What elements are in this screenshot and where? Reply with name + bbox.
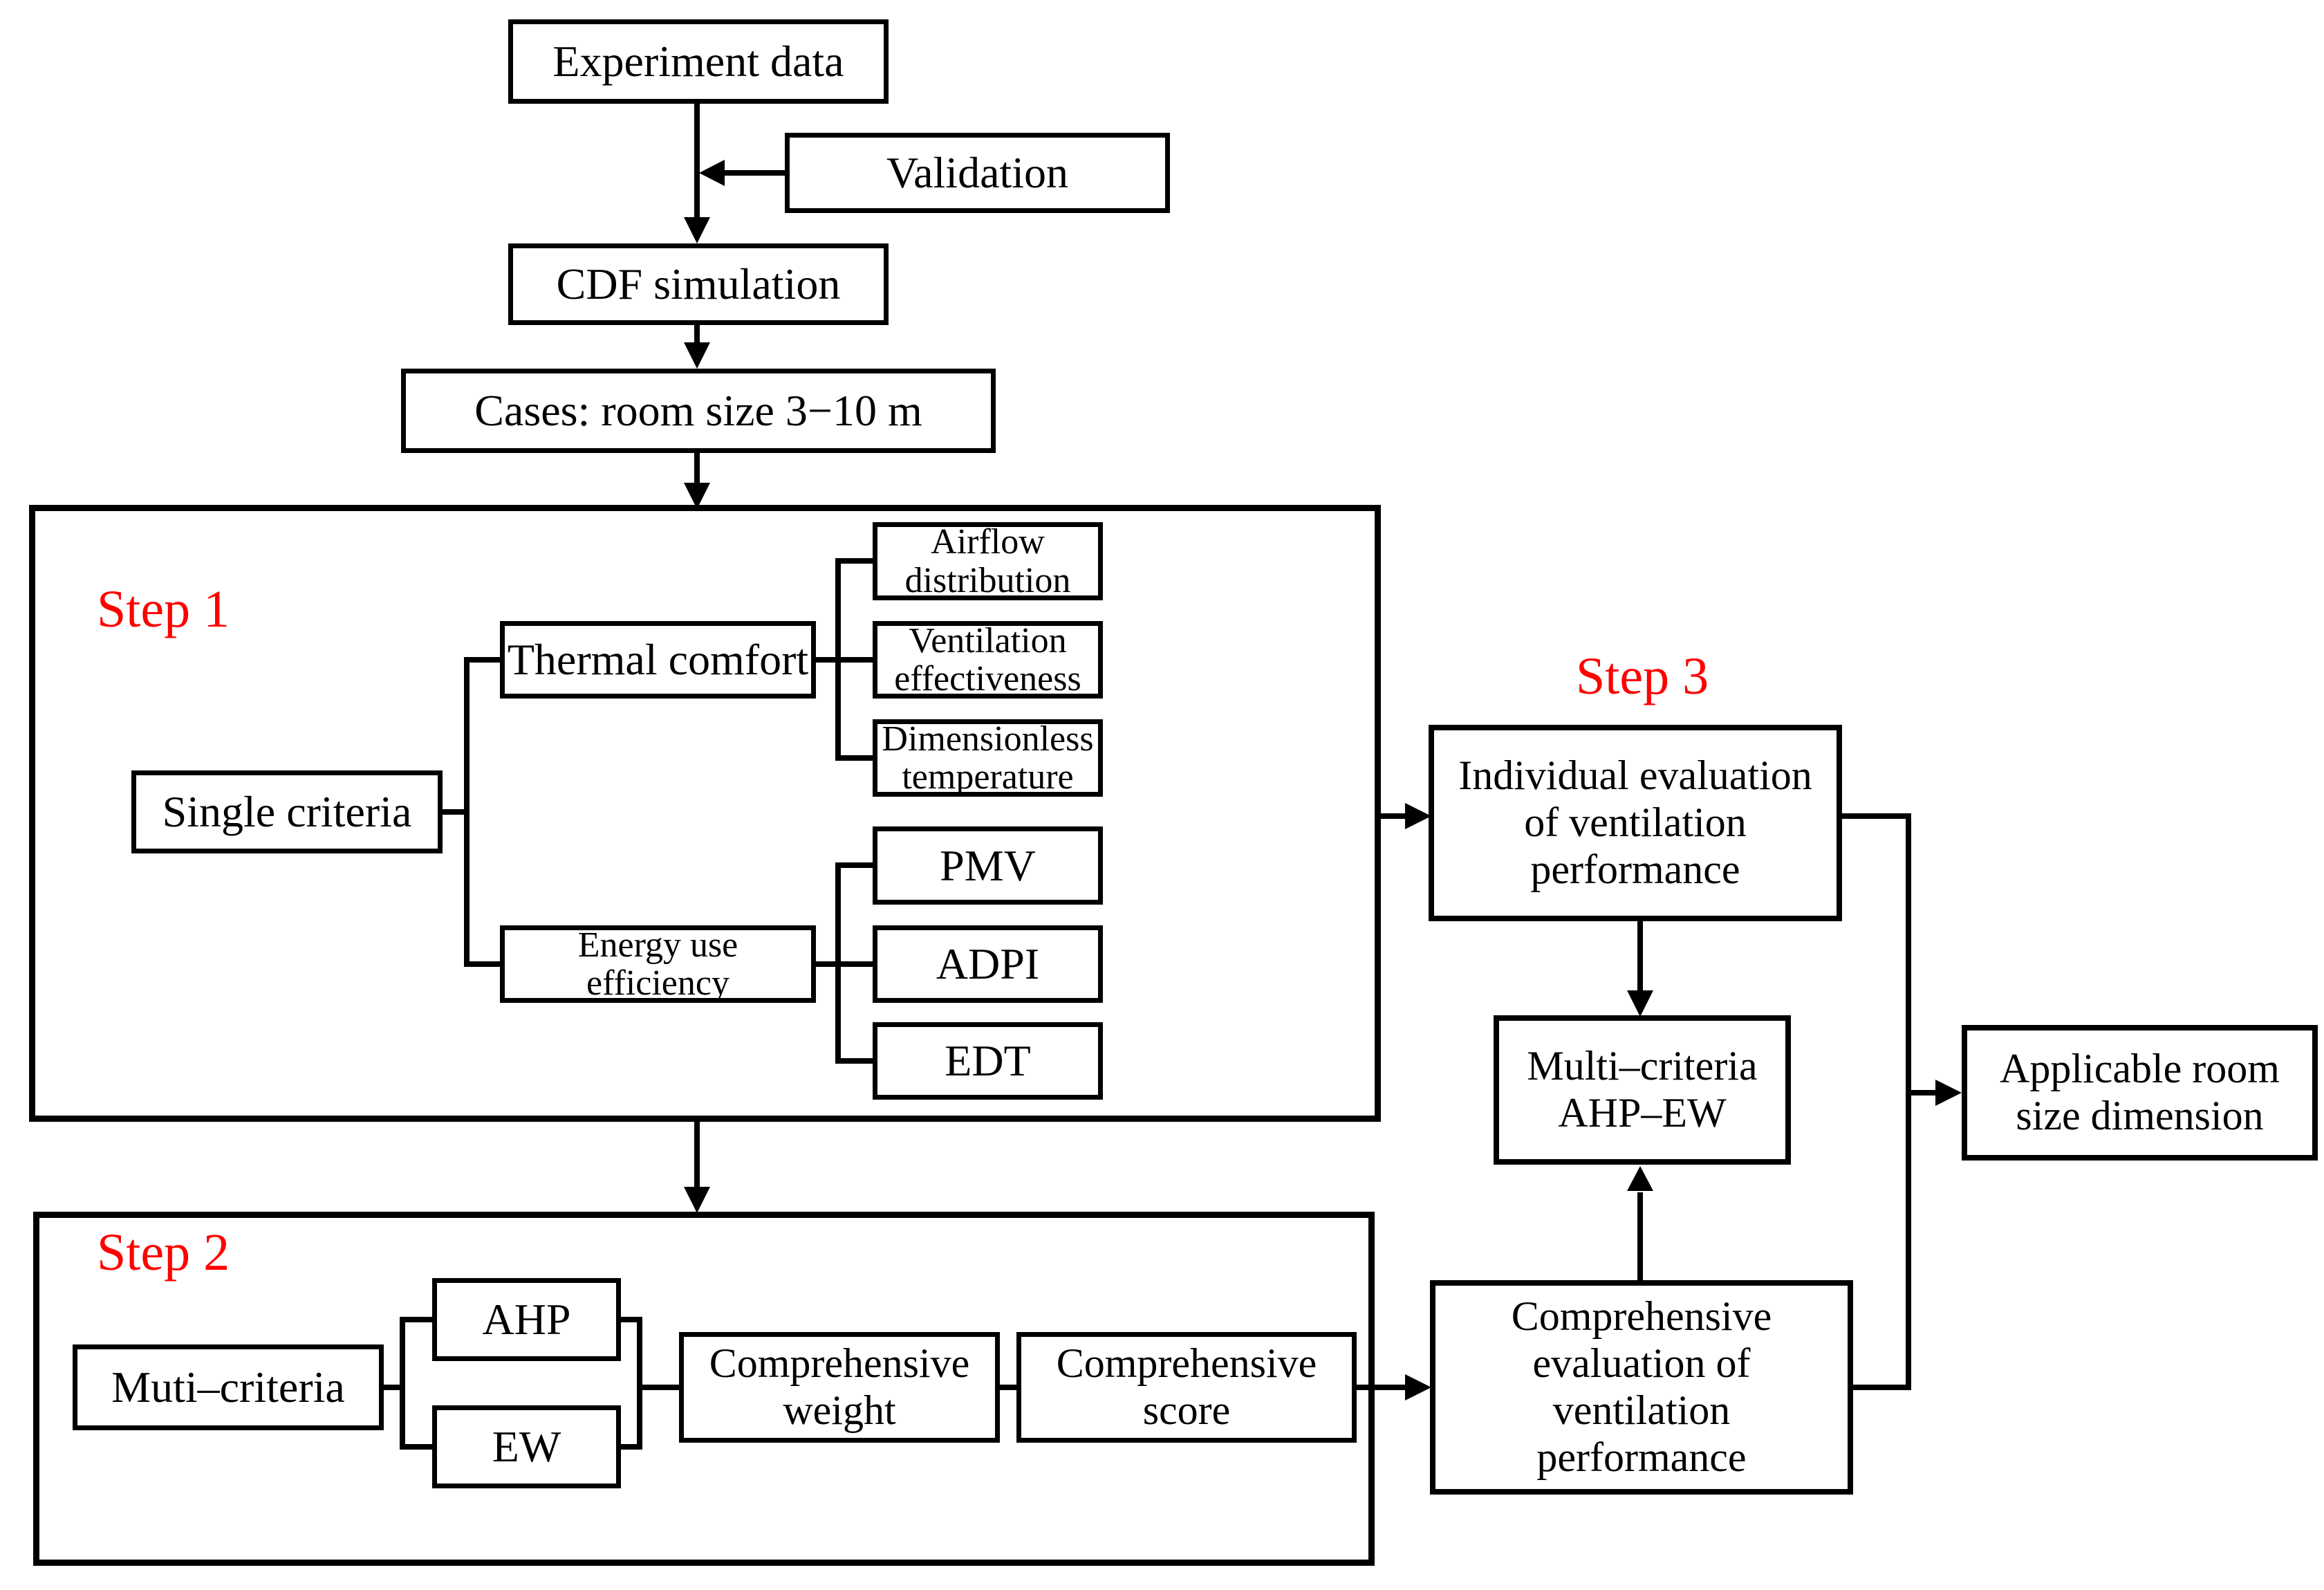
comprehensive-weight-box: Comprehensive weight <box>679 1332 1000 1443</box>
bracket-thermal-comfort <box>816 558 873 761</box>
edt-box: EDT <box>873 1022 1103 1100</box>
ew-label: EW <box>492 1422 561 1472</box>
comprehensive-weight-label: Comprehensive weight <box>709 1340 970 1433</box>
cdf-simulation-box: CDF simulation <box>508 243 889 325</box>
step3-label: Step 3 <box>1576 647 1709 705</box>
muti-criteria-box: Muti–criteria <box>73 1344 384 1430</box>
arrowhead-down-into-multi <box>1627 990 1653 1017</box>
bracket-energy-use <box>816 862 873 1064</box>
energy-use-efficiency-box: Energy use efficiency <box>500 925 816 1003</box>
arrowhead-down-into-cases <box>684 342 710 369</box>
comprehensive-score-label: Comprehensive score <box>1056 1340 1317 1433</box>
adpi-box: ADPI <box>873 925 1103 1003</box>
airflow-distribution-box: Airflow distribution <box>873 522 1103 600</box>
cases-label: Cases: room size 3−10 m <box>474 386 922 436</box>
pmv-box: PMV <box>873 826 1103 905</box>
bracket-muti-criteria <box>384 1317 432 1450</box>
multi-criteria-ahp-ew-label: Multi–criteria AHP–EW <box>1527 1043 1758 1136</box>
validation-box: Validation <box>785 133 1170 213</box>
arrowhead-right-into-individual <box>1405 803 1431 829</box>
cases-box: Cases: room size 3−10 m <box>401 369 996 453</box>
connector-evaluations-to-applicable <box>1839 813 1911 1390</box>
dimensionless-temperature-box: Dimensionless temperature <box>873 719 1103 797</box>
step2-label: Step 2 <box>97 1223 230 1282</box>
energy-use-efficiency-label: Energy use efficiency <box>577 925 738 1003</box>
applicable-room-size-label: Applicable room size dimension <box>2000 1046 2280 1138</box>
arrowhead-down-into-step1 <box>684 483 710 509</box>
muti-criteria-label: Muti–criteria <box>111 1362 345 1412</box>
pmv-label: PMV <box>940 840 1036 890</box>
comprehensive-evaluation-box: Comprehensive evaluation of ventilation … <box>1430 1280 1853 1495</box>
adpi-label: ADPI <box>936 939 1040 989</box>
bracket-single-criteria <box>443 657 500 967</box>
arrowhead-right-into-applicable <box>1935 1080 1962 1106</box>
ew-box: EW <box>432 1405 621 1488</box>
arrowhead-left-validation <box>699 160 725 186</box>
arrowhead-right-into-compeval <box>1405 1374 1431 1401</box>
arrowhead-down-into-step2 <box>684 1187 710 1213</box>
airflow-distribution-label: Airflow distribution <box>904 522 1071 600</box>
dimensionless-temperature-label: Dimensionless temperature <box>882 719 1094 797</box>
single-criteria-box: Single criteria <box>131 770 443 853</box>
ahp-label: AHP <box>482 1295 571 1344</box>
thermal-comfort-label: Thermal comfort <box>507 635 809 685</box>
ahp-box: AHP <box>432 1278 621 1361</box>
arrowhead-up-into-multi <box>1627 1166 1653 1191</box>
individual-evaluation-label: Individual evaluation of ventilation per… <box>1458 752 1812 892</box>
step1-container <box>29 505 1381 1122</box>
comprehensive-score-box: Comprehensive score <box>1016 1332 1357 1443</box>
thermal-comfort-box: Thermal comfort <box>500 621 816 699</box>
single-criteria-label: Single criteria <box>162 787 412 837</box>
experiment-data-label: Experiment data <box>552 37 844 86</box>
ventilation-effectiveness-box: Ventilation effectiveness <box>873 621 1103 699</box>
comprehensive-evaluation-label: Comprehensive evaluation of ventilation … <box>1511 1293 1772 1480</box>
edt-label: EDT <box>945 1036 1031 1086</box>
experiment-data-box: Experiment data <box>508 19 889 104</box>
validation-label: Validation <box>886 148 1069 198</box>
bracket-ahp-ew-merge <box>621 1317 679 1450</box>
cdf-simulation-label: CDF simulation <box>556 259 841 309</box>
arrowhead-down-into-cdf <box>684 217 710 243</box>
multi-criteria-ahp-ew-box: Multi–criteria AHP–EW <box>1494 1015 1791 1165</box>
step1-label: Step 1 <box>97 580 230 638</box>
ventilation-effectiveness-label: Ventilation effectiveness <box>894 620 1081 699</box>
individual-evaluation-box: Individual evaluation of ventilation per… <box>1429 725 1842 921</box>
applicable-room-size-box: Applicable room size dimension <box>1962 1025 2318 1161</box>
